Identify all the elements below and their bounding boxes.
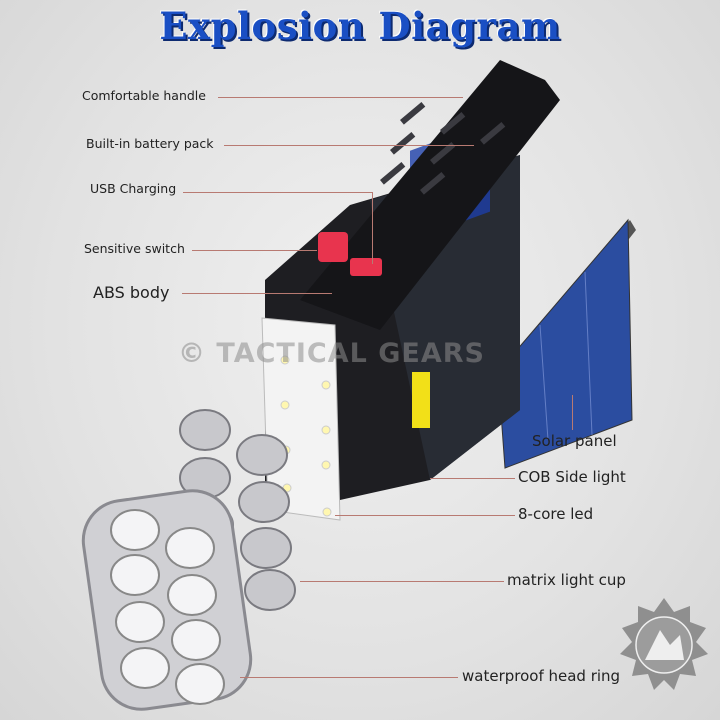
usb-port-cover	[350, 258, 382, 276]
label-sensitive-switch: Sensitive switch	[84, 241, 185, 256]
leader-line	[372, 192, 373, 264]
label-matrix-light-cup: matrix light cup	[507, 571, 626, 589]
power-switch	[318, 232, 348, 262]
label-usb-charging: USB Charging	[90, 181, 177, 196]
label-waterproof-head-ring: waterproof head ring	[462, 667, 621, 685]
leader-line	[224, 145, 474, 146]
label-cob-side-light: COB Side light	[518, 468, 626, 486]
cob-side-light	[412, 372, 430, 428]
head-ring	[81, 489, 253, 711]
leader-line	[300, 581, 504, 582]
label-comfortable-handle: Comfortable handle	[82, 88, 206, 103]
leader-line	[182, 293, 332, 294]
leader-line	[430, 478, 515, 479]
label-8-core-led: 8-core led	[518, 505, 594, 523]
leader-line	[572, 395, 573, 430]
leader-line	[218, 97, 463, 98]
watermark: © TACTICAL GEARS	[178, 338, 485, 369]
leader-line	[335, 515, 515, 516]
leader-line	[240, 677, 458, 678]
leader-line	[192, 250, 317, 251]
label-battery-pack: Built-in battery pack	[86, 136, 214, 151]
leader-line	[183, 192, 373, 193]
solar-panel	[497, 218, 633, 469]
label-abs-body: ABS body	[93, 283, 170, 302]
label-solar-panel: Solar panel	[532, 432, 617, 450]
diagram-title: Explosion Diagram	[159, 4, 561, 48]
